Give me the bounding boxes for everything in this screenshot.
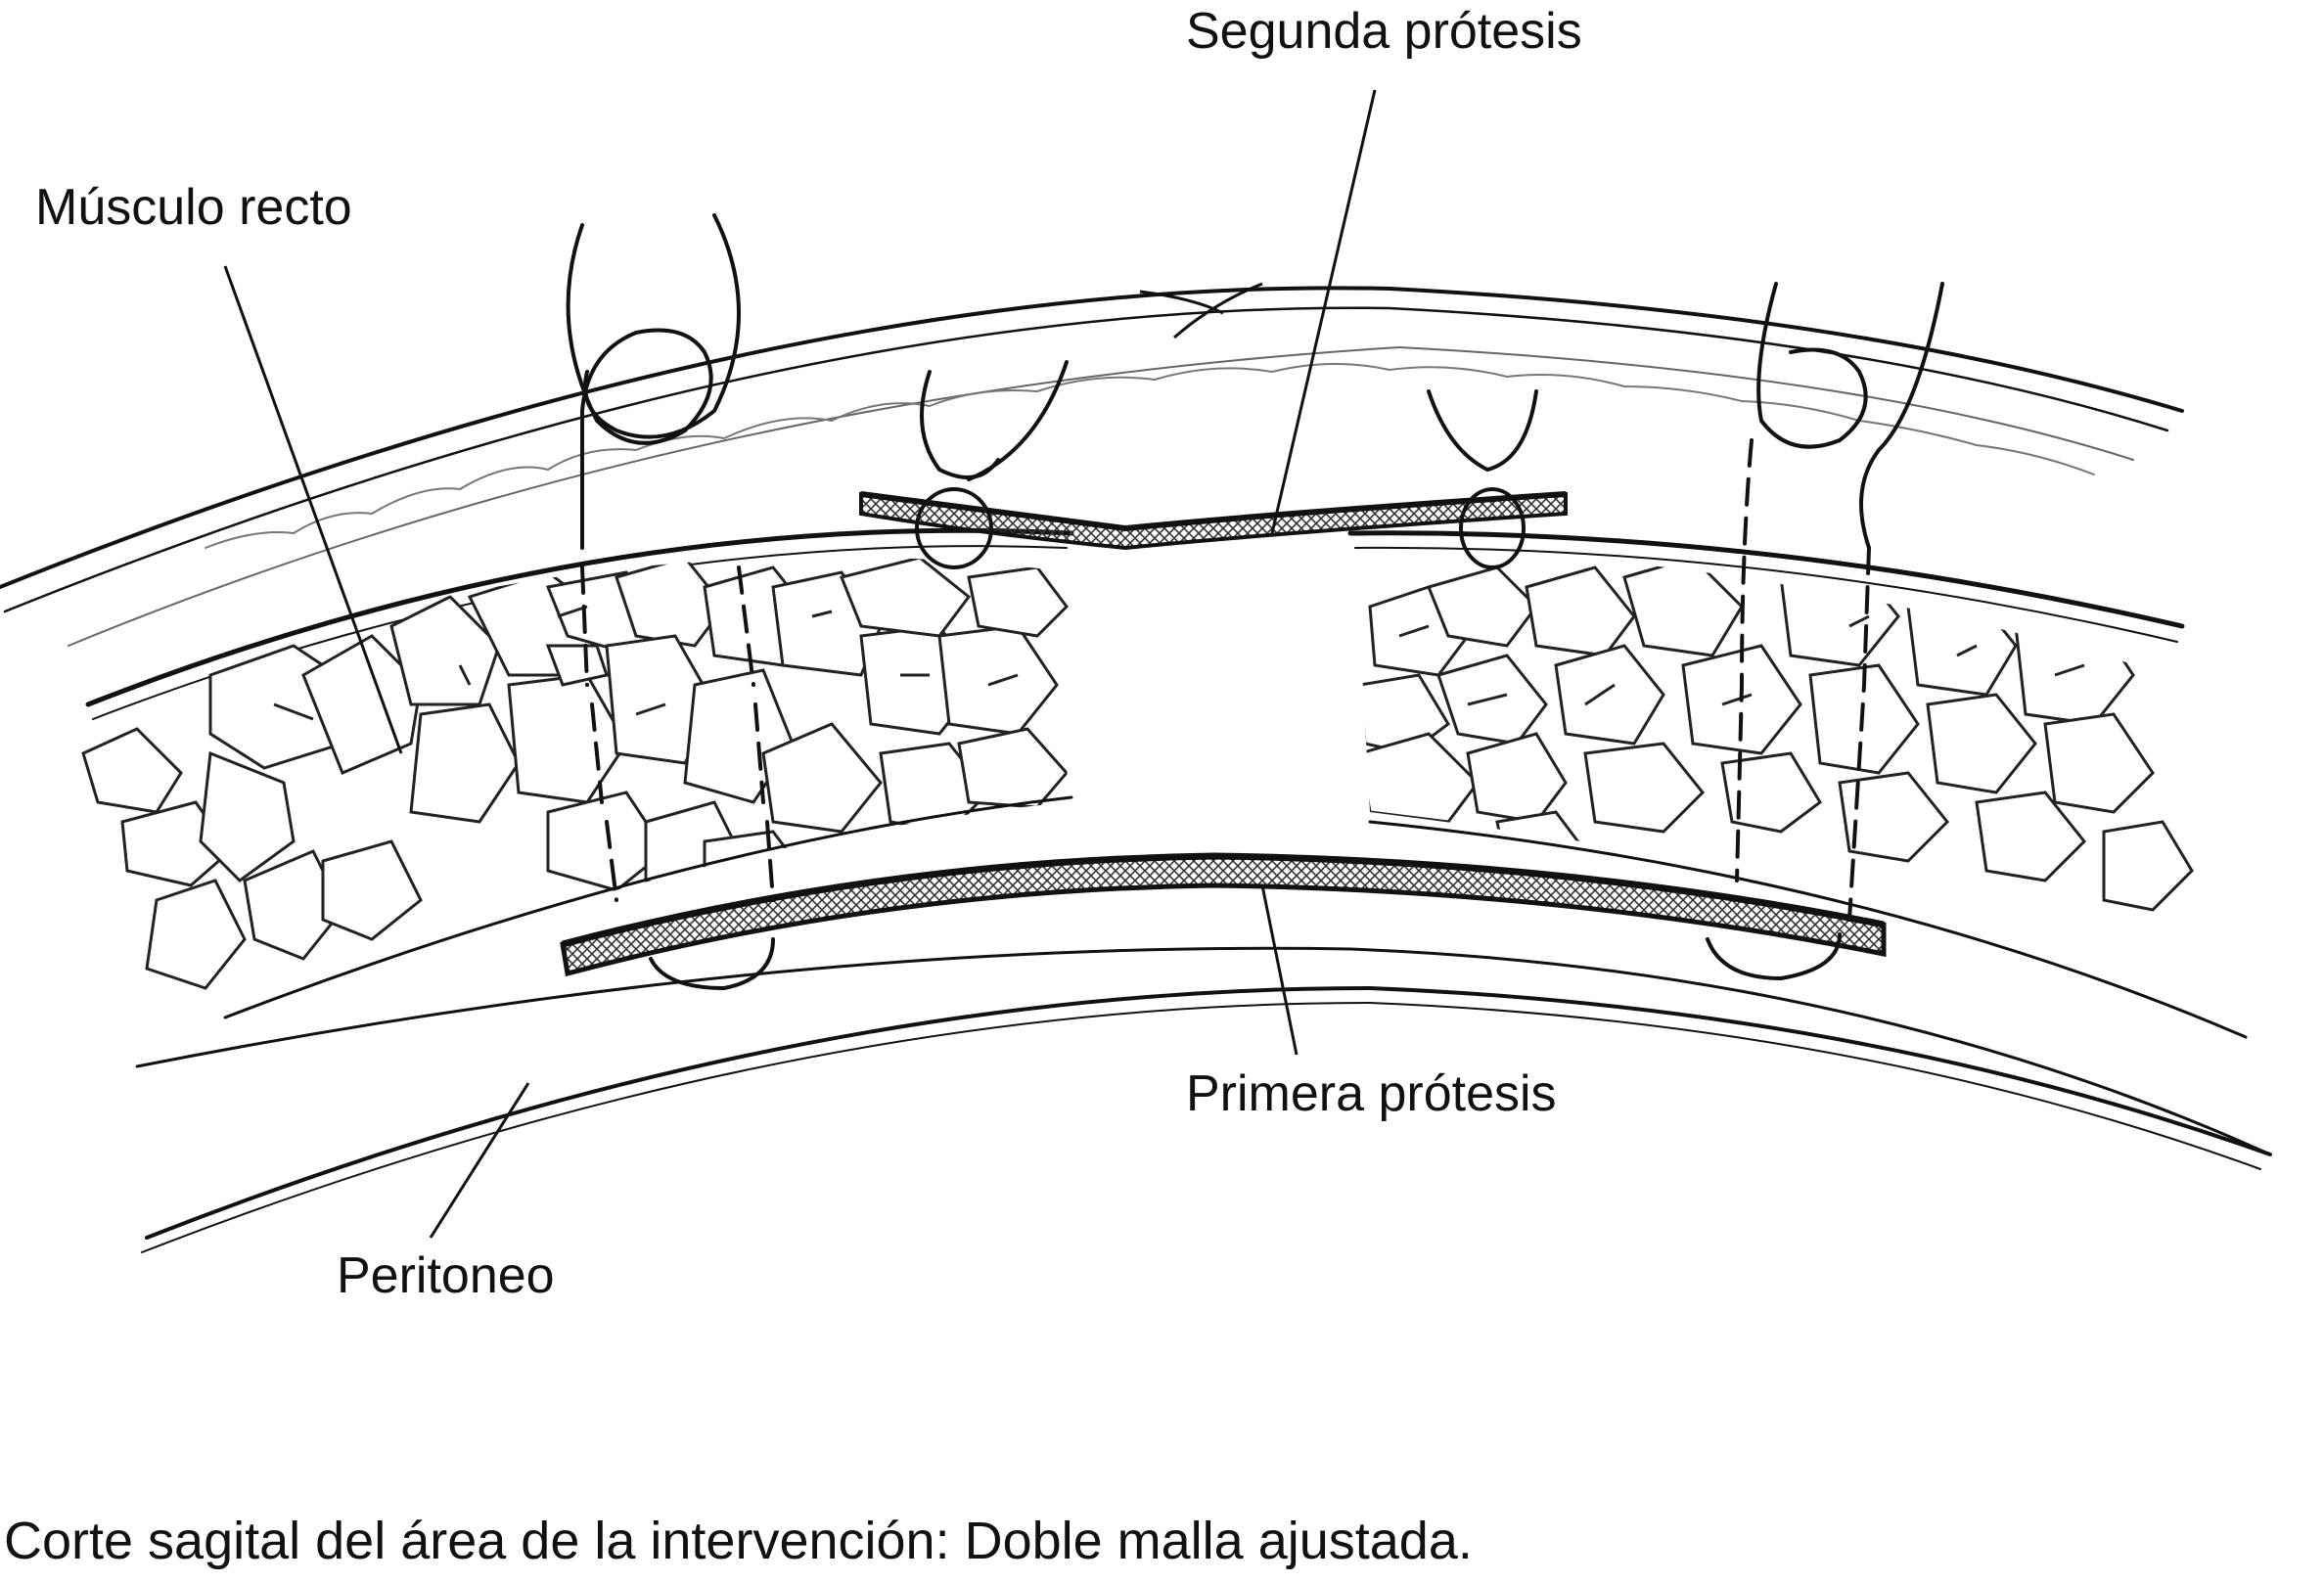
cross-suture-mark [1139,282,1263,339]
sutures-right [1706,282,1944,981]
leader-line-segunda [1270,89,1377,534]
leader-line-primera [1260,884,1299,1056]
leader-line-peritoneo [429,1082,530,1239]
muscle-lower-border [223,795,2248,1039]
second-prosthesis [859,491,1568,551]
leader-lines [223,89,1377,1239]
label-musculo-recto: Músculo recto [35,179,352,236]
muscle-fiber-marks [273,605,2085,721]
first-prosthesis [560,852,1887,977]
leader-line-musculo [223,265,403,754]
peritoneum-layers [135,946,2272,1253]
label-primera-protesis: Primera prótesis [1186,1065,1557,1122]
rectus-muscle-right [1358,556,2194,912]
skin-layers [0,286,2185,720]
sutures-left [566,213,775,991]
prosthesis-knots [915,360,1538,569]
figure-caption: Corte sagital del área de la intervenció… [4,1512,1473,1570]
label-segunda-protesis: Segunda prótesis [1186,3,1582,60]
rectus-muscle-left [81,557,1069,990]
label-peritoneo: Peritoneo [337,1247,555,1304]
